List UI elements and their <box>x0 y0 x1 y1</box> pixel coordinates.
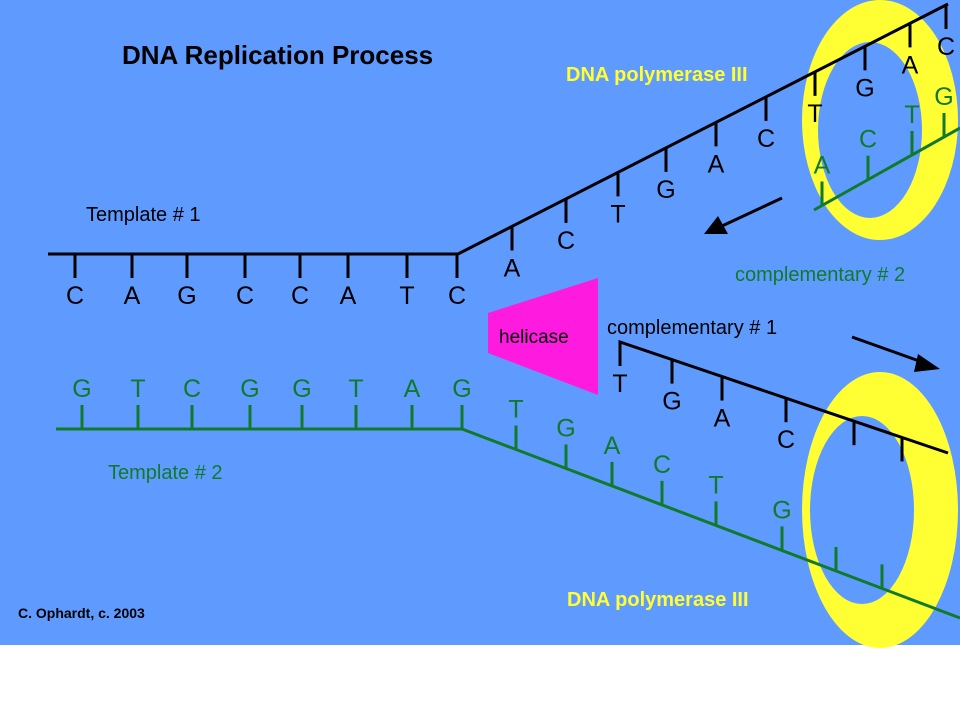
template-1-base: A <box>902 51 919 79</box>
arrow-left-icon <box>704 196 783 234</box>
complementary-1-base: T <box>612 370 627 398</box>
complementary-2-base: C <box>859 126 877 154</box>
template-1-base: C <box>757 125 775 153</box>
template-2-base: G <box>772 496 791 524</box>
diagram-background <box>0 0 960 645</box>
template-1-base: C <box>557 227 575 255</box>
polymerase-top-label: DNA polymerase III <box>566 64 748 86</box>
credit-text: C. Ophardt, c. 2003 <box>18 605 145 621</box>
template-1-base: A <box>708 150 725 178</box>
template-1-base: T <box>610 200 625 228</box>
template-1-label: Template # 1 <box>86 204 201 226</box>
template-2-base: T <box>708 471 723 499</box>
template-2-base: G <box>556 414 575 442</box>
diagram-title: DNA Replication Process <box>122 40 433 70</box>
template-1-base: C <box>291 282 309 310</box>
template-2-base: T <box>130 375 145 403</box>
template-1-base: A <box>504 254 521 282</box>
template-1-base: A <box>340 282 357 310</box>
template-2-base: C <box>183 375 201 403</box>
complementary-1-base: C <box>777 426 795 454</box>
template-2-base: T <box>348 375 363 403</box>
arrow-right-icon <box>851 335 940 372</box>
template-2-base: G <box>240 375 259 403</box>
template-1-base: C <box>937 33 955 61</box>
helicase-label: helicase <box>499 327 569 348</box>
template-1-base: C <box>236 282 254 310</box>
template-2-base: G <box>72 375 91 403</box>
complementary-2-label: complementary # 2 <box>735 264 905 286</box>
template-1-base: T <box>399 282 414 310</box>
complementary-1-base: G <box>662 388 681 416</box>
complementary-2-base: A <box>814 152 831 180</box>
template-2-strand: G T C G G T A G T G A C T G <box>56 375 960 620</box>
template-1-base: G <box>177 282 196 310</box>
complementary-2-backbone <box>813 126 960 212</box>
template-1-base: C <box>66 282 84 310</box>
complementary-1-strand: T G A C <box>612 339 949 462</box>
polymerase-bottom-label: DNA polymerase III <box>567 589 749 611</box>
polymerase-ring-bottom <box>802 372 958 648</box>
template-1-base: A <box>124 282 141 310</box>
template-2-label: Template # 2 <box>108 462 223 484</box>
complementary-1-base: A <box>714 405 731 433</box>
template-2-base: A <box>404 375 421 403</box>
template-2-base: T <box>508 395 523 423</box>
template-2-base: G <box>452 375 471 403</box>
complementary-1-label: complementary # 1 <box>607 317 777 339</box>
helicase-shape <box>488 278 598 395</box>
complementary-2-base: T <box>904 101 919 129</box>
template-1-base: C <box>448 282 466 310</box>
template-1-base: T <box>807 100 822 128</box>
template-2-base: C <box>653 451 671 479</box>
template-1-base: G <box>656 176 675 204</box>
template-2-base: G <box>292 375 311 403</box>
complementary-2-base: G <box>934 83 953 111</box>
template-2-base: A <box>604 432 621 460</box>
template-1-base: G <box>855 74 874 102</box>
